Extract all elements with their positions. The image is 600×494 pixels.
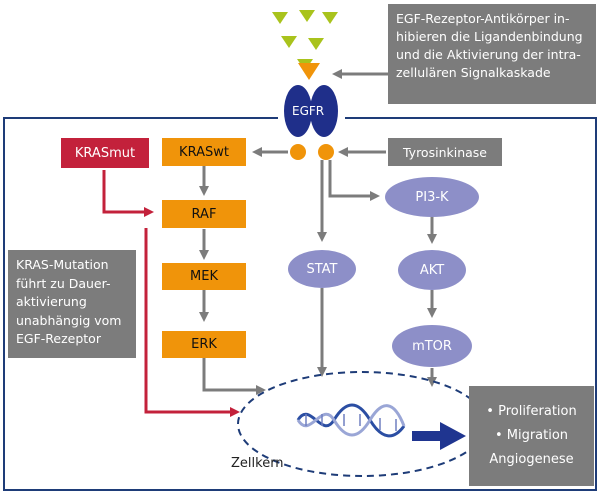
mtor-node: mTOR (392, 325, 472, 367)
arrow-erk-to-nucleus (202, 358, 266, 395)
arrow-receptor-to-pi3k (328, 160, 380, 201)
raf-box: RAF (162, 200, 246, 228)
kinase-domain-left (290, 144, 306, 160)
antibody-note-line: und die Aktivierung der intra- (396, 47, 581, 62)
kraswt-box: KRASwt (162, 138, 246, 166)
kras-note-line: führt zu Dauer- (16, 275, 111, 291)
kras-note-line: aktivierung (16, 294, 87, 309)
egfr-receptor-left (284, 85, 312, 137)
dna-helix-icon (296, 403, 406, 438)
tyrosinkinase-box: Tyrosinkinase (388, 138, 502, 166)
egfr-label: EGFR (292, 104, 325, 118)
outcome-angiogenese: Angiogenese (489, 452, 574, 467)
erk-box: ERK (162, 331, 246, 358)
pi3k-node: PI3-K (385, 177, 479, 217)
zellkern-label: Zellkern (231, 456, 284, 471)
kras-note-line: EGF-Rezeptor (16, 331, 101, 346)
ligand-triangle (308, 38, 324, 50)
arrow-krasmut-to-raf (102, 170, 154, 217)
antibody-note-line: EGF-Rezeptor-Antikörper in- (396, 11, 570, 26)
outcomes-box: • Proliferation • Migration Angiogenese (469, 386, 594, 486)
mek-box: MEK (162, 263, 246, 290)
antibody-triangle (298, 63, 320, 80)
akt-node: AKT (398, 250, 466, 290)
kinase-domain-right (318, 144, 334, 160)
antibody-note-line: hibieren die Ligandenbindung (396, 29, 583, 44)
antibody-note: EGF-Rezeptor-Antikörper in- hibieren die… (388, 4, 596, 104)
ligand-triangle (299, 10, 315, 22)
stat-node: STAT (288, 250, 356, 288)
antibody-note-line: zellulären Signalkaskade (396, 65, 551, 80)
outcome-arrow (412, 422, 466, 450)
kras-mutation-note: KRAS-Mutation führt zu Dauer- aktivierun… (8, 250, 136, 358)
ligand-triangle (272, 12, 288, 24)
ligand-triangle (322, 12, 338, 24)
kras-note-line: KRAS-Mutation (16, 257, 109, 272)
ligand-triangle (281, 36, 297, 48)
krasmut-box: KRASmut (61, 138, 149, 168)
cell-membrane-frame (3, 117, 597, 491)
egfr-receptor-right (310, 85, 338, 137)
kras-note-line: unabhängig vom (16, 312, 122, 328)
arrow-kras-mutation-to-nucleus (144, 228, 240, 417)
outcome-proliferation: • Proliferation (486, 404, 577, 419)
outcome-migration: • Migration (494, 428, 569, 443)
